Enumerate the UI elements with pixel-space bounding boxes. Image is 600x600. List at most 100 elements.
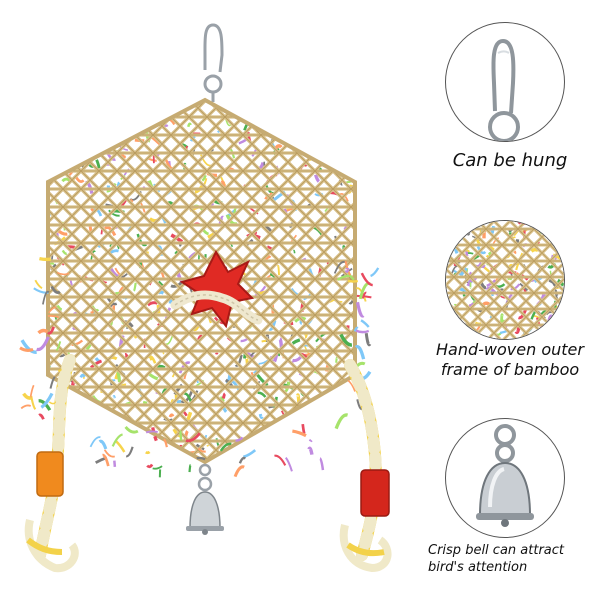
paper-shred — [556, 321, 561, 326]
paper-shred — [334, 113, 340, 120]
paper-shred — [83, 435, 95, 439]
paper-shred — [140, 438, 144, 448]
paper-shred — [296, 441, 304, 448]
paper-shred — [454, 326, 462, 332]
paper-shred — [50, 285, 61, 294]
paper-shred — [111, 433, 123, 447]
paper-shred — [219, 442, 232, 452]
paper-shred — [69, 443, 82, 448]
paper-shred — [352, 105, 355, 116]
paper-shred — [73, 129, 80, 135]
paper-shred — [79, 434, 89, 444]
paper-shred — [114, 115, 123, 120]
paper-shred — [72, 103, 83, 113]
paper-shred — [124, 426, 139, 434]
paper-shred — [145, 430, 158, 434]
paper-shred — [292, 429, 307, 438]
paper-shred — [343, 420, 347, 429]
paper-shred — [68, 422, 75, 436]
carabiner-hook-icon — [488, 39, 520, 141]
paper-shred — [547, 326, 552, 331]
paper-shred — [66, 148, 78, 155]
red-star-ornament — [170, 249, 263, 329]
paper-shred — [311, 403, 319, 415]
paper-shred — [342, 432, 353, 441]
paper-shred — [326, 104, 333, 110]
paper-shred — [63, 129, 73, 142]
paper-shred — [48, 164, 55, 178]
paper-shred — [138, 459, 145, 462]
paper-shred — [447, 318, 457, 325]
paper-shred — [313, 410, 319, 421]
paper-shred — [238, 456, 247, 464]
paper-shred — [48, 101, 55, 110]
paper-shred — [38, 413, 45, 420]
paper-shred — [347, 279, 358, 283]
paper-shred — [557, 228, 564, 235]
paper-shred — [102, 123, 115, 135]
paper-shred — [98, 100, 109, 113]
paper-shred — [561, 259, 564, 263]
paper-shred — [293, 122, 298, 127]
feature-caption-hook: Can be hung — [420, 150, 600, 171]
paper-shred — [61, 122, 73, 127]
paper-shred — [274, 454, 287, 466]
paper-shred — [47, 314, 60, 319]
paper-shred — [63, 433, 75, 444]
paper-shred — [242, 449, 257, 459]
paper-shred — [358, 154, 359, 155]
paper-shred — [146, 463, 154, 469]
paper-shred — [34, 279, 43, 290]
paper-shred — [131, 439, 138, 447]
paper-shred — [285, 457, 293, 472]
paper-shred — [176, 103, 181, 112]
paper-shred — [354, 442, 355, 447]
paper-shred — [55, 341, 62, 352]
paper-shred — [196, 456, 206, 461]
paper-shred — [339, 450, 344, 458]
carabiner-hook-icon — [203, 23, 224, 102]
paper-shred — [179, 429, 183, 441]
paper-shred — [89, 436, 101, 448]
paper-shred — [52, 113, 62, 124]
paper-shred — [551, 229, 562, 241]
paper-shred — [60, 113, 72, 127]
right-rope-tassel — [339, 359, 392, 573]
feature-hook-circle — [445, 22, 565, 142]
paper-shred — [107, 108, 112, 115]
paper-shred — [364, 332, 372, 347]
paper-shred — [476, 221, 481, 226]
feature-bell-circle — [445, 418, 565, 538]
caption-line: Crisp bell can attract — [428, 543, 564, 558]
paper-shred — [355, 329, 370, 334]
paper-shred — [48, 165, 54, 176]
paper-shred — [30, 395, 37, 411]
paper-shred — [79, 457, 89, 462]
paper-shred — [308, 438, 313, 443]
caption-line: frame of bamboo — [440, 360, 580, 379]
paper-shred — [81, 448, 88, 453]
paper-shred — [340, 439, 352, 450]
paper-shred — [279, 423, 285, 435]
caption-line: Hand-woven outer — [436, 340, 584, 359]
paper-shred — [322, 154, 334, 160]
paper-shred — [344, 267, 350, 273]
paper-shred — [125, 446, 134, 458]
paper-shred — [538, 225, 548, 231]
paper-shred — [185, 432, 201, 443]
paper-shred — [321, 139, 330, 145]
paper-shred — [356, 294, 372, 299]
paper-shred — [558, 314, 564, 325]
paper-shred — [351, 158, 355, 166]
paper-shred — [20, 404, 32, 410]
feature-caption-bell: Crisp bell can attract bird's attention — [428, 542, 600, 576]
paper-shred — [40, 392, 54, 409]
paper-shred — [61, 103, 65, 107]
paper-shred — [344, 100, 349, 105]
paper-shred — [29, 384, 35, 399]
paper-shred — [89, 102, 101, 116]
paper-shred — [317, 431, 328, 439]
paper-shred — [115, 130, 127, 141]
paper-shred — [37, 328, 49, 335]
paper-shred — [370, 267, 380, 278]
